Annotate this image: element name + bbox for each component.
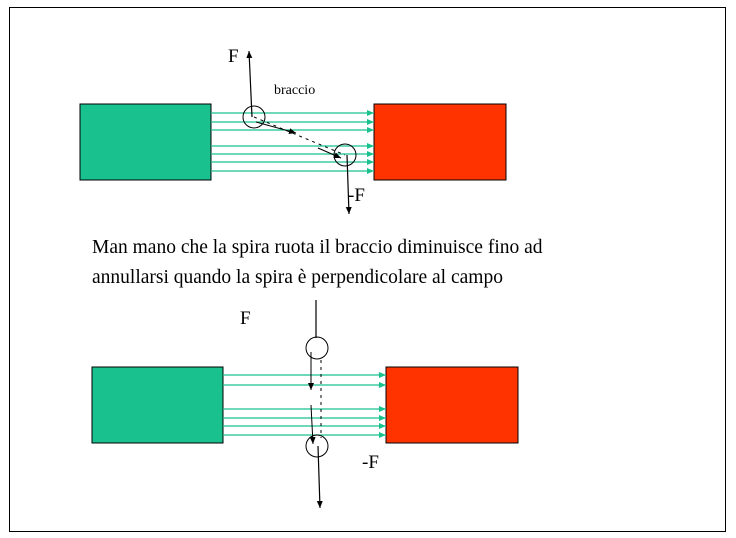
- opposite-force-label-bottom: -F: [362, 452, 379, 473]
- field-lines-bottom: [223, 372, 386, 438]
- caption-line-1: Man mano che la spira ruota il braccio d…: [92, 237, 543, 258]
- force-label-bottom: F: [240, 308, 251, 329]
- top-diagram: F braccio -F: [79, 46, 507, 215]
- wire-cross-section-top-1: [242, 105, 266, 129]
- explanation-caption: Man mano che la spira ruota il braccio d…: [92, 233, 712, 293]
- opposite-force-label-top: -F: [348, 185, 365, 206]
- arm-dashed-line-top: [253, 116, 346, 156]
- force-label-top: F: [228, 46, 239, 67]
- arm-arrow-top-2: [317, 147, 342, 159]
- force-arrow-down-bottom: [316, 445, 323, 509]
- wire-cross-section-bottom-1: [305, 336, 329, 360]
- arm-arrow-top: [255, 121, 297, 135]
- field-lines-top: [211, 110, 374, 174]
- arm-label: braccio: [274, 83, 315, 98]
- arm-arrow-bottom-2: [309, 404, 316, 445]
- force-arrow-up-top: [246, 50, 253, 118]
- bottom-diagram: F -F: [91, 300, 519, 509]
- figure-frame: [9, 7, 726, 532]
- north-magnet-top: [79, 103, 212, 181]
- south-magnet-bottom: [385, 366, 519, 444]
- caption-line-2: annullarsi quando la spira è perpendicol…: [92, 267, 503, 288]
- south-magnet-top: [373, 103, 507, 181]
- force-arrow-down-top: [345, 154, 352, 215]
- wire-cross-section-bottom-2: [305, 434, 329, 458]
- north-magnet-bottom: [91, 366, 224, 444]
